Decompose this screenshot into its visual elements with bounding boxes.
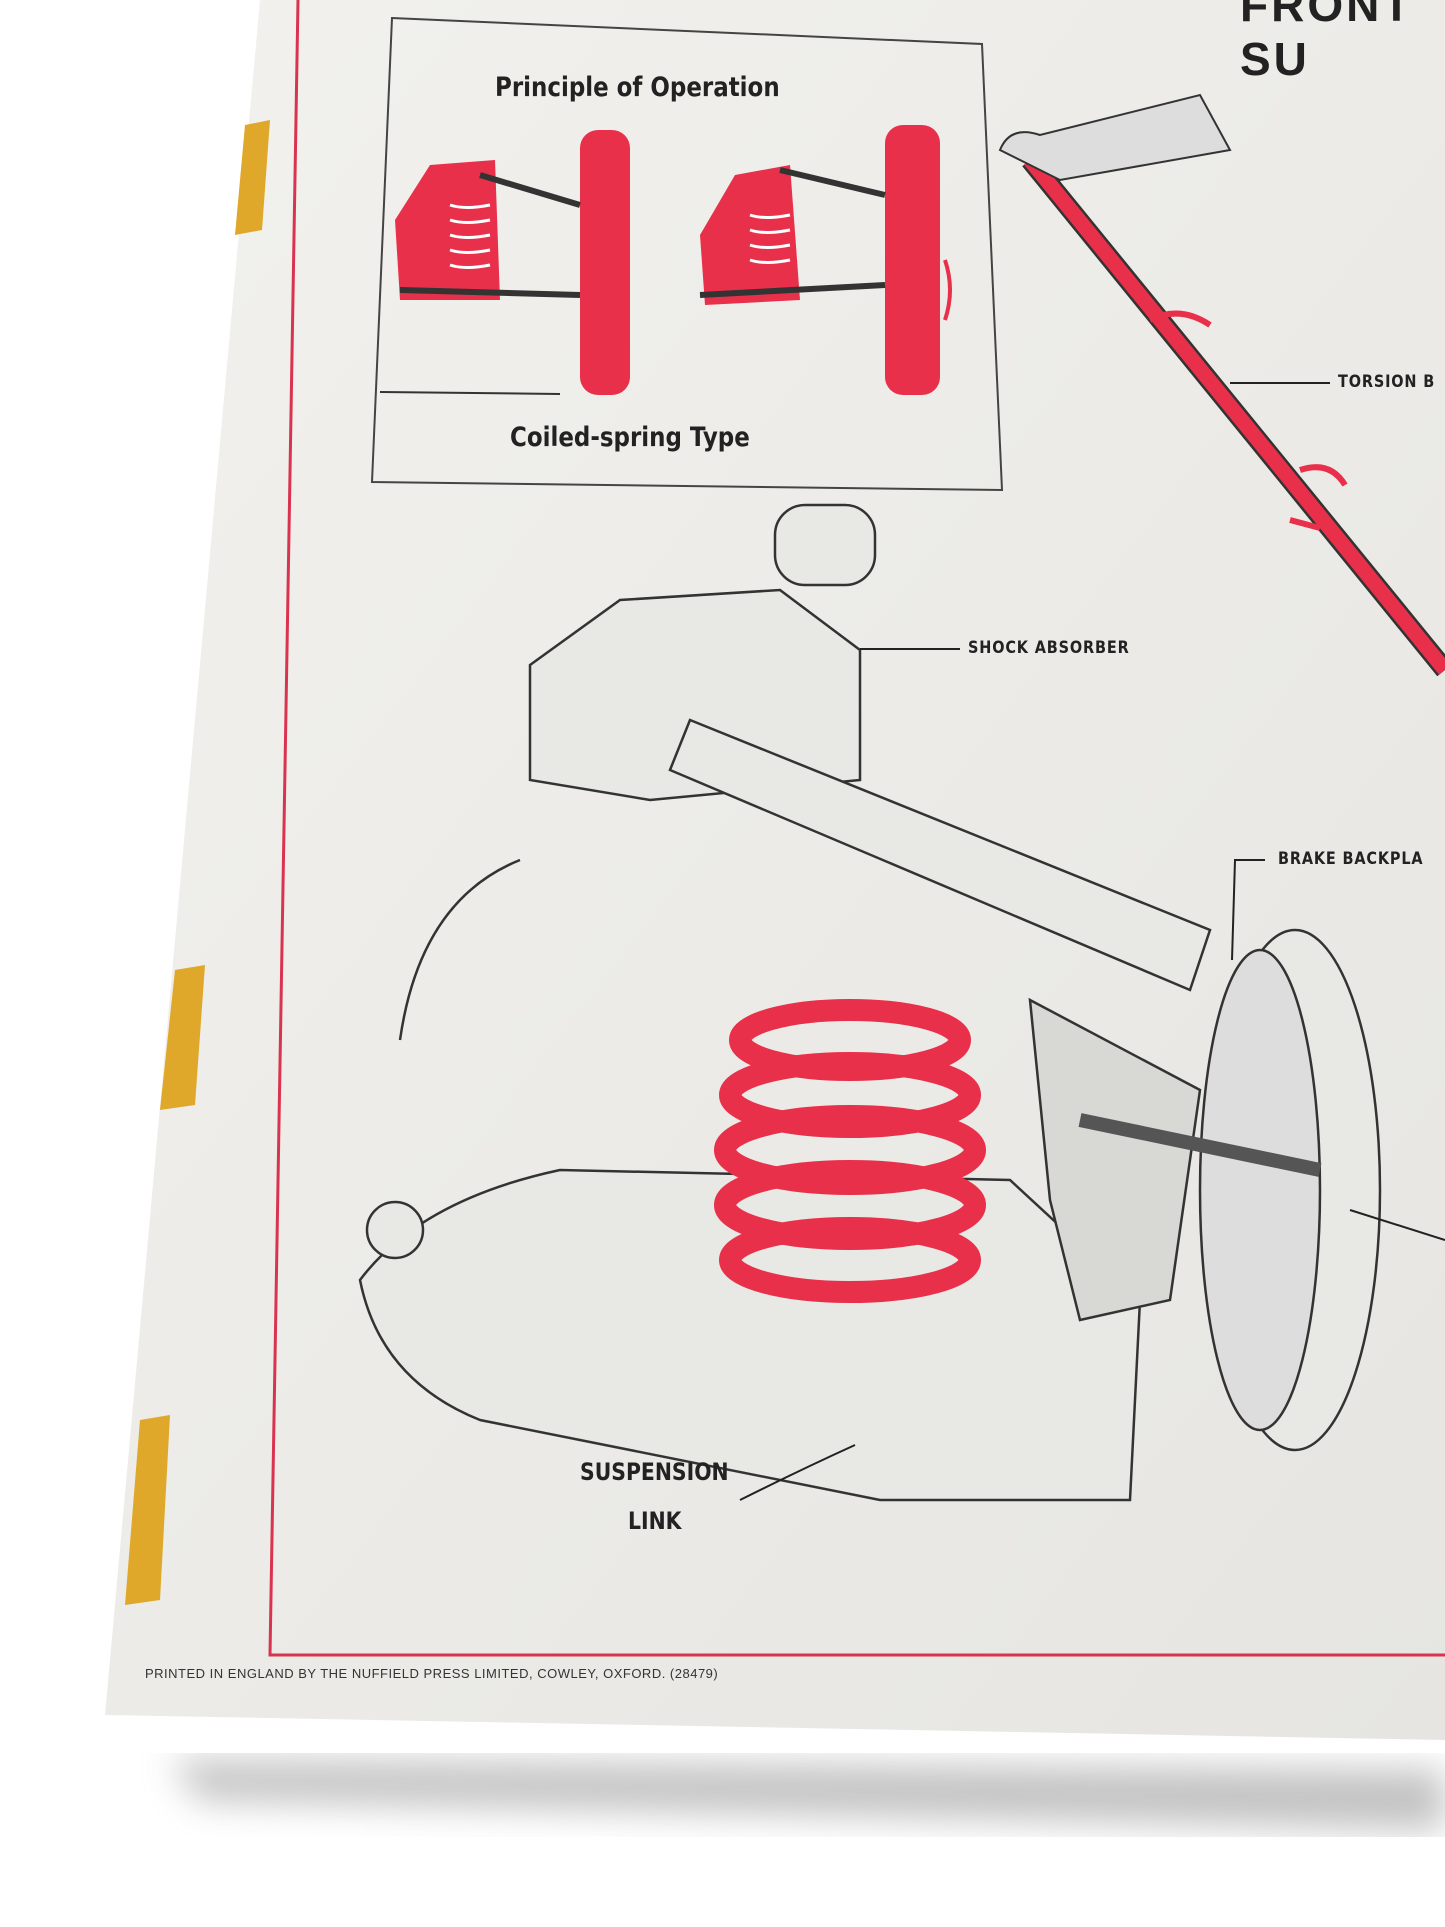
label-brake-backplate: BRAKE BACKPLA bbox=[1278, 849, 1424, 869]
label-torsion-bar: TORSION B bbox=[1338, 372, 1436, 392]
leader-suspension-link bbox=[739, 1444, 856, 1501]
inset-box bbox=[370, 16, 1004, 492]
paper-shadow bbox=[170, 1760, 1445, 1830]
suspension-assembly bbox=[358, 503, 1382, 1502]
principle-diagram-right bbox=[699, 125, 952, 395]
leader-arm bbox=[1349, 1209, 1445, 1241]
poster-title: FRONT SU bbox=[1240, 0, 1414, 85]
torsion-bar bbox=[998, 93, 1445, 677]
inset-heading: Principle of Operation bbox=[495, 72, 780, 103]
red-border bbox=[268, 0, 1445, 1657]
coil-spring bbox=[714, 999, 986, 1303]
tape-piece bbox=[235, 120, 270, 235]
leader-brake-backplate bbox=[1231, 859, 1265, 961]
tape-piece bbox=[125, 1415, 170, 1605]
printer-footer: PRINTED IN ENGLAND BY THE NUFFIELD PRESS… bbox=[145, 1666, 719, 1681]
tape-piece bbox=[160, 965, 205, 1110]
inset-caption: Coiled-spring Type bbox=[510, 422, 750, 453]
principle-diagram-left bbox=[379, 130, 630, 395]
label-shock-absorber: SHOCK ABSORBER bbox=[968, 638, 1130, 658]
label-suspension-link-line2: LINK bbox=[628, 1507, 682, 1535]
label-suspension-link-line1: SUSPENSION bbox=[580, 1458, 729, 1486]
